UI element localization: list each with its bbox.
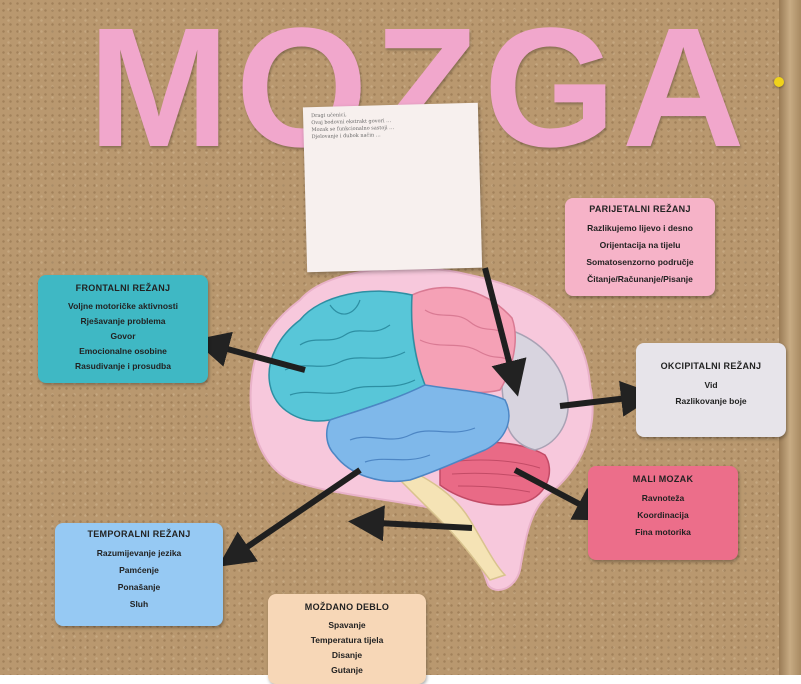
card-item: Voljne motoričke aktivnosti — [68, 301, 178, 311]
card-heading: PARIJETALNI REŽANJ — [589, 204, 691, 214]
card-item: Ravnoteža — [641, 493, 685, 503]
card-item: Spavanje — [328, 620, 366, 630]
card-item: Ponašanje — [117, 582, 161, 592]
arrow-temporal — [218, 467, 362, 567]
card-item: Orijentacija na tijelu — [599, 240, 681, 250]
card-item: Temperatura tijela — [310, 635, 384, 645]
card-item: Rješavanje problema — [80, 316, 166, 326]
card-item: Pamćenje — [119, 565, 159, 575]
card-heading: MALI MOZAK — [632, 474, 694, 484]
arrow-occipital — [559, 380, 657, 417]
arrow-brainstem — [348, 505, 473, 542]
arrows — [193, 267, 657, 567]
arrow-parietal — [482, 267, 527, 397]
card-item: Somatosenzorno područje — [586, 257, 694, 267]
card-item: Vid — [704, 380, 718, 390]
brainstem-card: MOŽDANO DEBLO Spavanje Temperatura tijel… — [268, 594, 426, 684]
card-heading: OKCIPITALNI REŽANJ — [660, 361, 762, 371]
temporal-lobe-shape — [325, 384, 510, 482]
card-heading: FRONTALNI REŽANJ — [75, 283, 171, 293]
card-item: Gutanje — [331, 665, 363, 675]
parietal-lobe-card: PARIJETALNI REŽANJ Razlikujemo lijevo i … — [565, 198, 715, 296]
card-item: Sluh — [129, 599, 149, 609]
card-item: Emocionalne osobine — [79, 346, 167, 356]
card-heading: MOŽDANO DEBLO — [304, 602, 390, 612]
card-item: Koordinacija — [637, 510, 689, 520]
push-pin — [774, 77, 784, 87]
temporal-lobe-card: TEMPORALNI REŽANJ Razumijevanje jezika P… — [55, 523, 223, 626]
card-item: Razlikujemo lijevo i desno — [587, 223, 693, 233]
occipital-lobe-card: OKCIPITALNI REŽANJ Vid Razlikovanje boje — [636, 343, 786, 437]
card-heading: TEMPORALNI REŽANJ — [87, 529, 191, 539]
board-frame — [779, 0, 801, 675]
paper-note: Dragi učenici, Ovaj bodovni ekstrakt gov… — [302, 102, 483, 273]
cerebellum-card: MALI MOZAK Ravnoteža Koordinacija Fina m… — [588, 466, 738, 560]
card-item: Govor — [110, 331, 136, 341]
card-item: Razlikovanje boje — [675, 396, 747, 406]
arrow-frontal — [193, 331, 306, 373]
card-item: Razumijevanje jezika — [96, 548, 182, 558]
frontal-lobe-card: FRONTALNI REŽANJ Voljne motoričke aktivn… — [38, 275, 208, 383]
card-item: Fina motorika — [635, 527, 691, 537]
card-item: Čitanje/Računanje/Pisanje — [587, 274, 693, 284]
arrow-cerebellum — [513, 467, 611, 521]
card-item: Disanje — [331, 650, 363, 660]
card-item: Rasudivanje i prosudba — [75, 361, 171, 371]
